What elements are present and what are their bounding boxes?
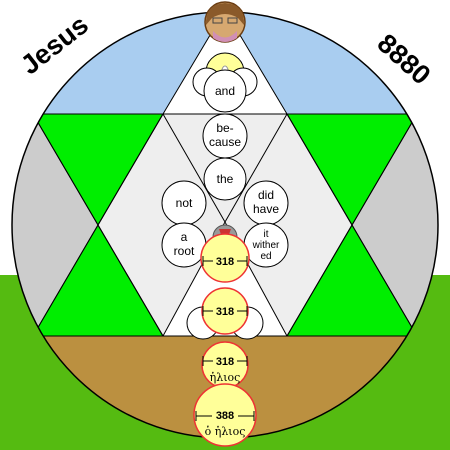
sun-column: 318 318 318 ἡλιος 388 ὁ ἡλιος — [186, 233, 264, 447]
word-circle-and — [203, 69, 247, 113]
word-it: it — [264, 229, 269, 240]
word-because-2: cause — [209, 135, 241, 149]
word-ed: ed — [260, 251, 271, 262]
word-have: have — [253, 202, 279, 216]
word-and: and — [215, 84, 235, 98]
word-the: the — [217, 172, 234, 186]
measure-2: 318 — [216, 306, 234, 318]
word-because-1: be- — [216, 121, 233, 135]
word-circles: and be- cause the not did have a root it… — [161, 69, 289, 268]
greek-helios: ἡλιος — [210, 371, 241, 384]
measure-4: 388 — [216, 410, 234, 422]
word-did: did — [258, 188, 274, 202]
jesus-head-icon — [204, 1, 246, 43]
word-wither: wither — [252, 240, 280, 251]
word-circle-the — [203, 157, 247, 201]
word-a: a — [181, 230, 188, 244]
greek-ho-helios: ὁ ἡλιος — [205, 425, 246, 438]
measure-1: 318 — [216, 256, 234, 268]
measure-3: 318 — [216, 356, 234, 368]
word-not: not — [176, 196, 193, 210]
word-root: root — [174, 244, 195, 258]
